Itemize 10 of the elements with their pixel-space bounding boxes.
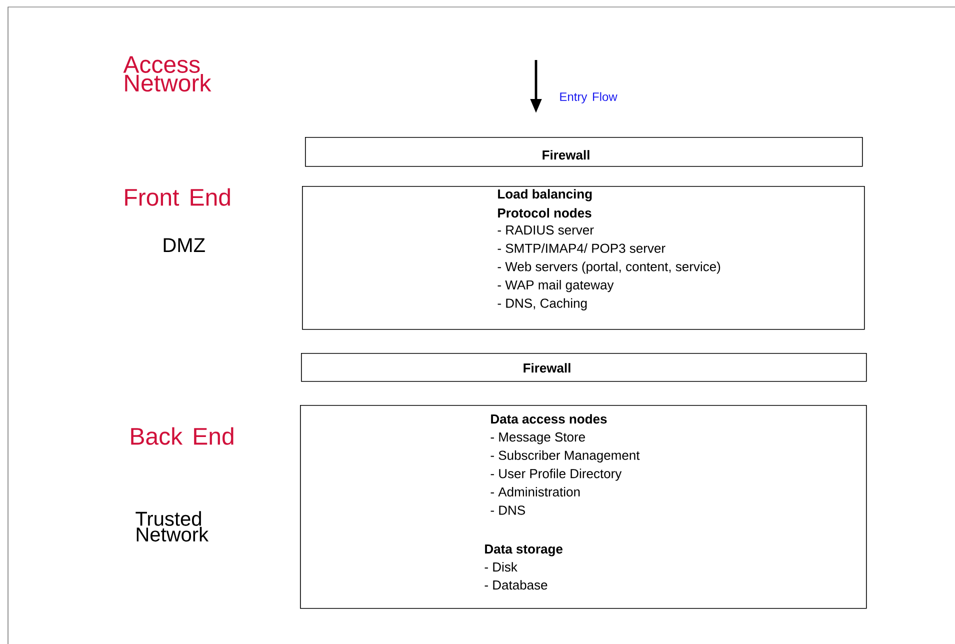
zone-label: Trusted Network xyxy=(136,511,209,542)
firewall-box: Firewall xyxy=(305,137,863,167)
zone-label: DMZ xyxy=(164,238,205,252)
firewall-box: Firewall xyxy=(301,353,867,382)
flow-label: Entry Flow xyxy=(560,92,618,104)
zone-label: Back End xyxy=(131,427,234,445)
zone-label: Access Network xyxy=(123,56,212,92)
zone-label: Front End xyxy=(125,188,230,206)
server-box: Load balancing Protocol nodes - RADIUS server - SMTP/IMAP4/ POP3 server - Web servers (portal, content, service) - WAP mail gateway - DNS, Caching xyxy=(302,186,865,330)
server-box: Data access nodes - Message Store - Subscriber Management - User Profile Directory - Administration - DNS Data storage - Disk - Database xyxy=(300,405,867,609)
